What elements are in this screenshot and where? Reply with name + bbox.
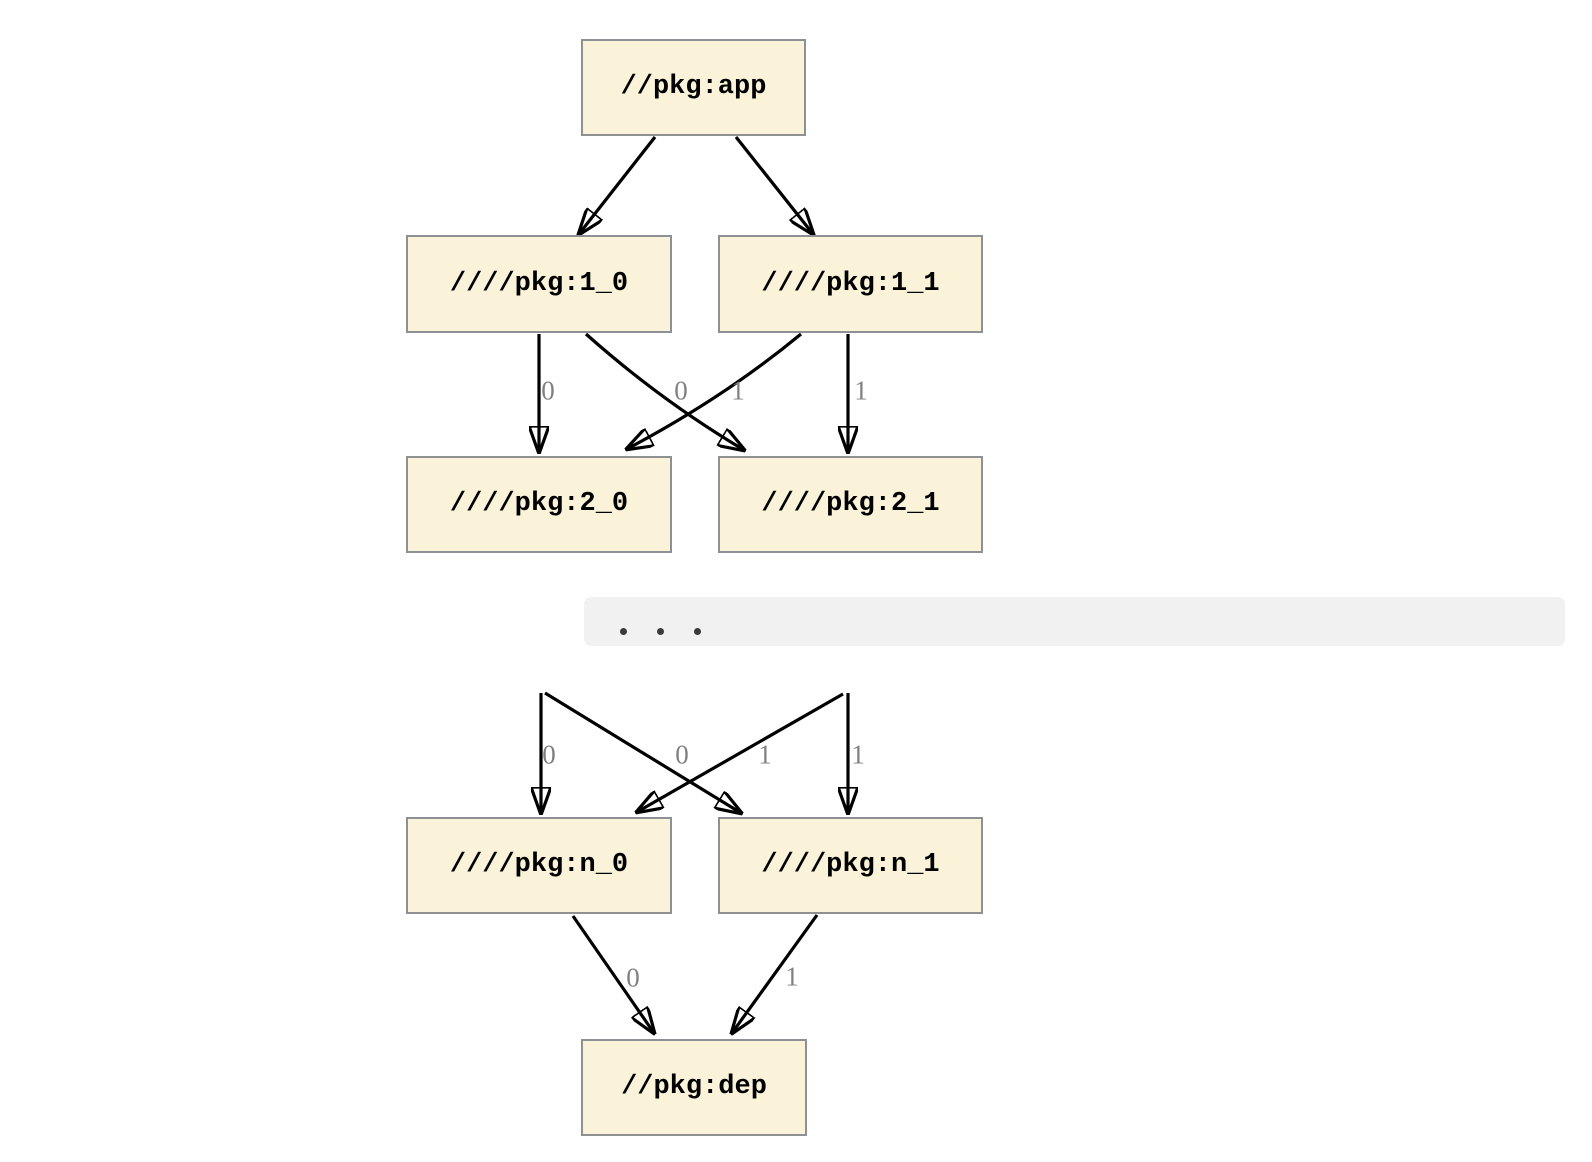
edge-1_0-to-2_1 <box>584 332 744 450</box>
edge-label-ellipsis-n_0-left: 0 <box>542 739 556 770</box>
ellipsis-band <box>584 597 1565 646</box>
edge-n_0-to-dep <box>571 915 654 1033</box>
node-pkg-2_1: ////pkg:2_1 <box>718 456 983 553</box>
node-pkg-n_1: ////pkg:n_1 <box>718 817 983 914</box>
edge-n_1-to-dep <box>732 914 819 1033</box>
node-pkg-n_0: ////pkg:n_0 <box>406 817 672 914</box>
node-pkg-1_0: ////pkg:1_0 <box>406 235 672 333</box>
edge-label-1_0-2_0: 0 <box>541 375 555 406</box>
edge-label-n_0-dep: 0 <box>626 962 640 993</box>
edge-label-ellipsis-n_1-right: 1 <box>851 739 865 770</box>
edge-app-to-1_1 <box>734 136 813 234</box>
node-pkg-1_1: ////pkg:1_1 <box>718 235 983 333</box>
ellipsis-dot <box>657 628 664 635</box>
edge-label-1_0-2_1: 1 <box>731 375 745 406</box>
edge-label-1_1-2_1: 1 <box>854 375 868 406</box>
edge-ellipsis-to-n_0-cross <box>637 692 844 812</box>
edge-1_1-to-2_0 <box>627 332 803 449</box>
ellipsis-dots <box>620 628 701 635</box>
node-pkg-2_0: ////pkg:2_0 <box>406 456 672 553</box>
node-pkg-dep: //pkg:dep <box>581 1039 807 1136</box>
edge-label-ellipsis-n_1-cross: 1 <box>758 739 772 770</box>
edge-label-1_1-2_0: 0 <box>674 375 688 406</box>
node-pkg-app: //pkg:app <box>581 39 806 136</box>
edge-label-n_1-dep: 1 <box>785 961 799 992</box>
edge-app-to-1_0 <box>579 136 657 234</box>
ellipsis-dot <box>694 628 701 635</box>
ellipsis-dot <box>620 628 627 635</box>
edge-label-ellipsis-n_0-cross: 0 <box>675 739 689 770</box>
edge-ellipsis-to-n_1-cross <box>544 691 741 813</box>
